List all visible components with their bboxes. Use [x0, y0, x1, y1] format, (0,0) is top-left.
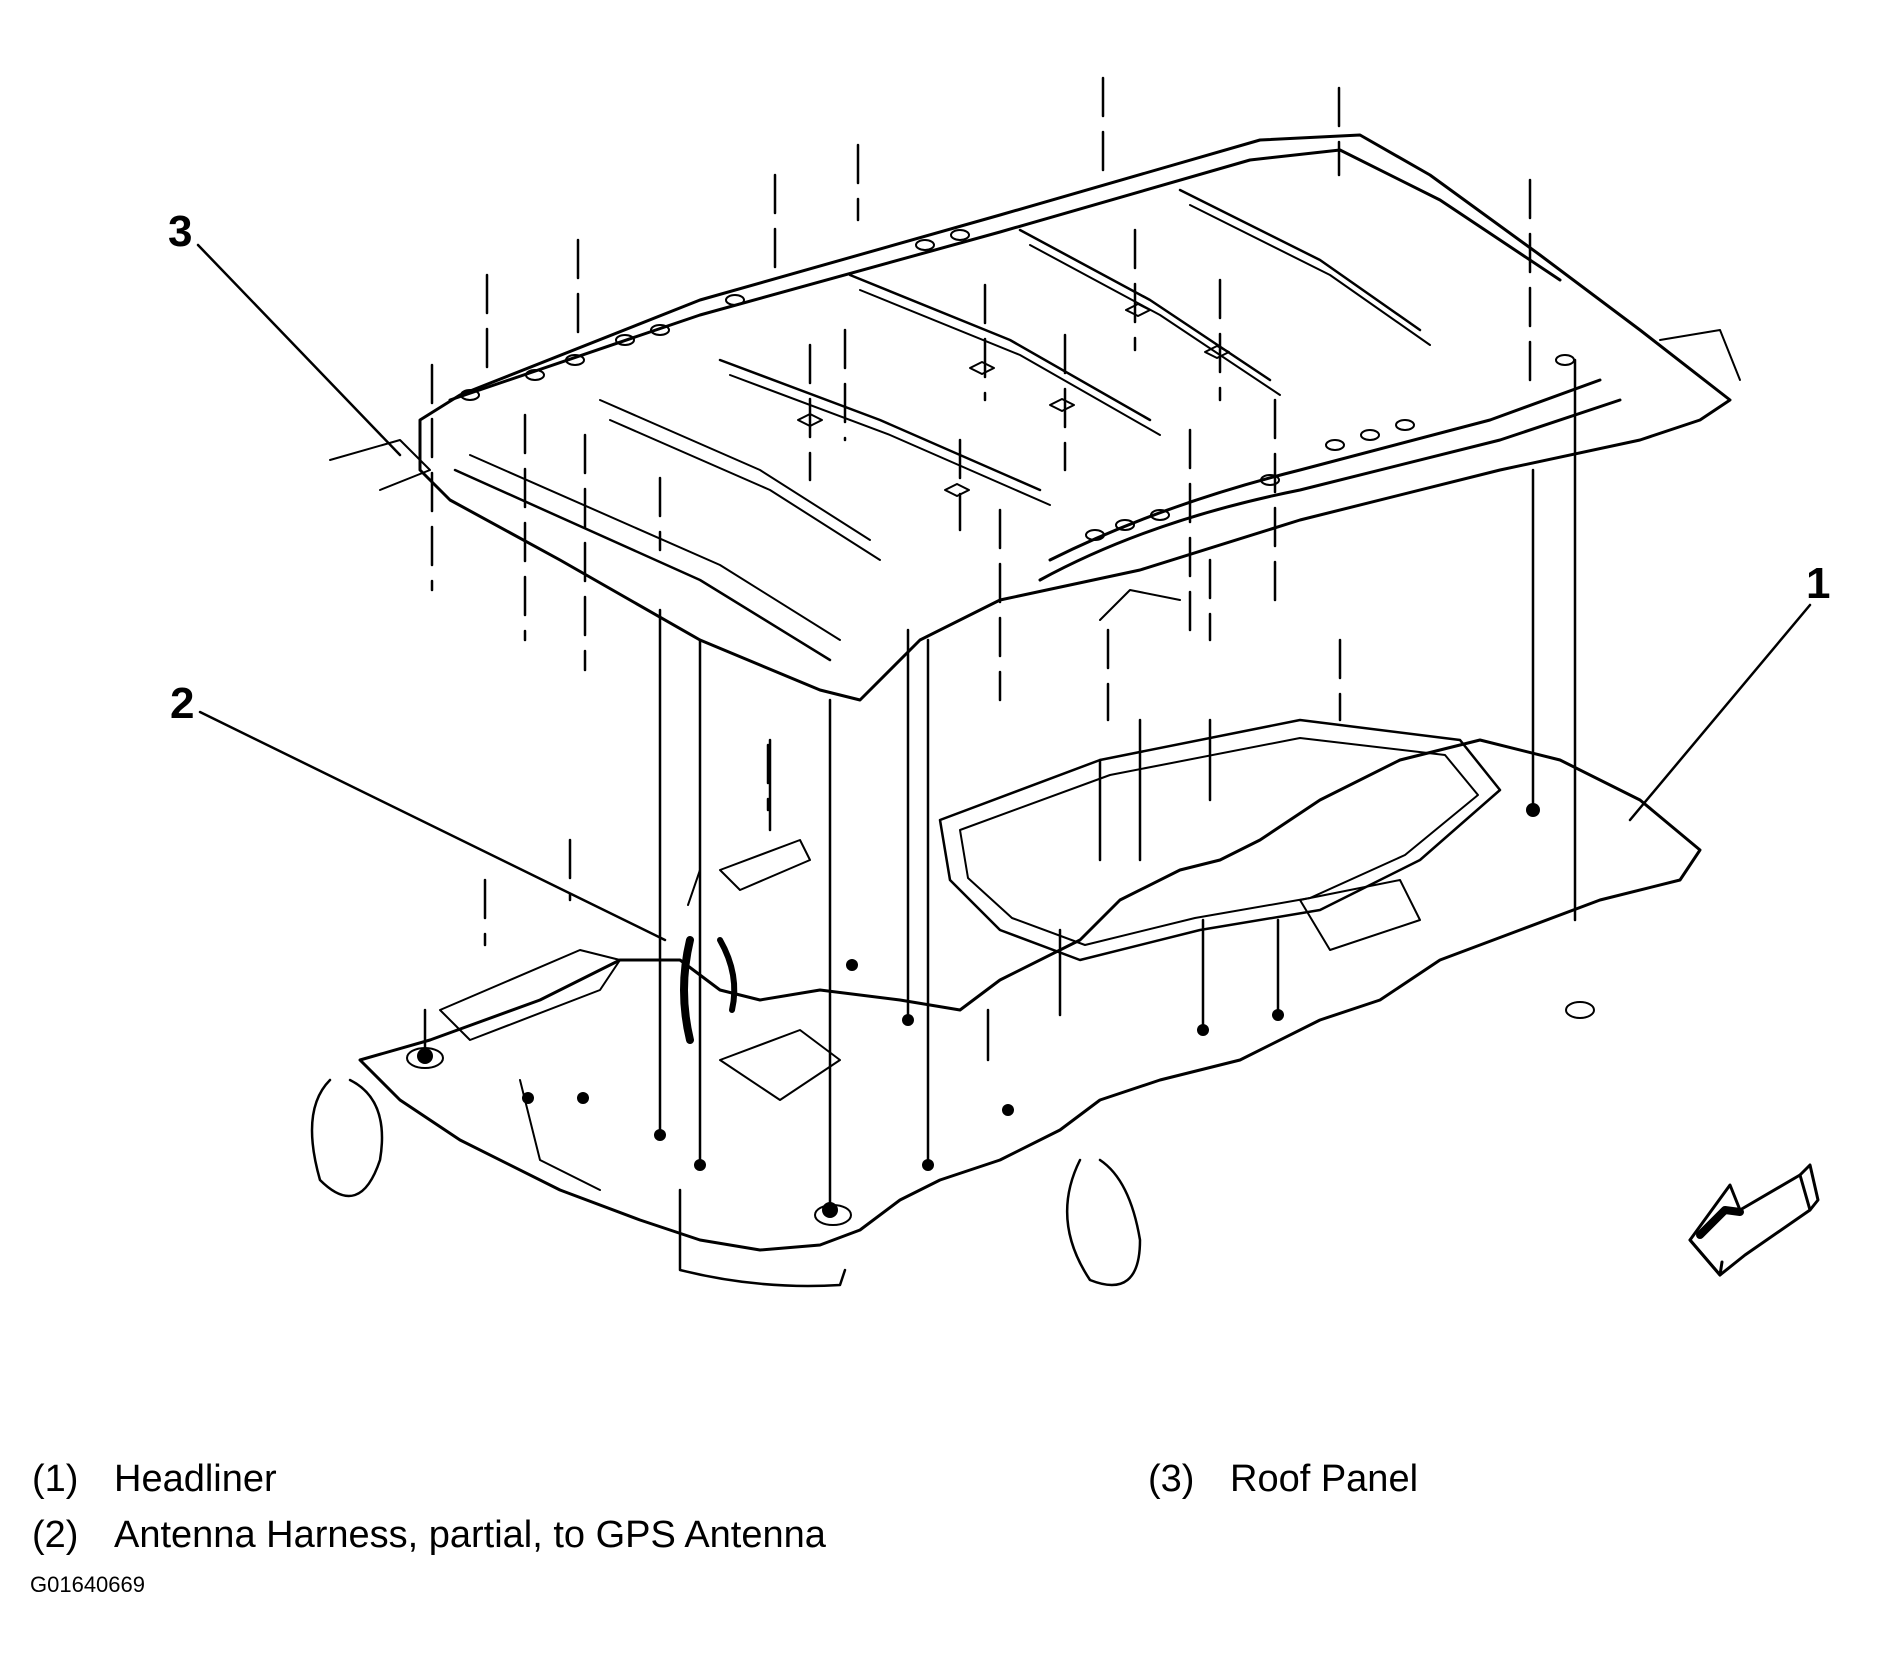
- callout-3: 3: [168, 207, 193, 256]
- leader-lines: [196, 243, 1812, 942]
- headliner: [310, 718, 1702, 1288]
- front-direction-arrow: [1688, 1163, 1820, 1277]
- roof-panel: [329, 133, 1741, 702]
- figure-id: G01640669: [30, 1572, 145, 1597]
- legend-text: Headliner: [114, 1458, 277, 1500]
- legend-number: (2): [32, 1514, 79, 1556]
- callout-2: 2: [170, 679, 195, 728]
- fastener-lines: [658, 358, 1577, 1212]
- roof-headliner-exploded-diagram: [196, 76, 1820, 1288]
- legend-number: (1): [32, 1458, 79, 1500]
- legend-text: Antenna Harness, partial, to GPS Antenna: [114, 1514, 826, 1556]
- legend-item-1: (1) Headliner: [32, 1460, 277, 1498]
- callout-1: 1: [1806, 559, 1831, 608]
- alignment-lines: [423, 76, 1532, 1052]
- legend-text: Roof Panel: [1230, 1458, 1419, 1500]
- legend-item-3: (3) Roof Panel: [1148, 1460, 1418, 1498]
- legend-item-2: (2) Antenna Harness, partial, to GPS Ante…: [32, 1516, 826, 1554]
- legend-number: (3): [1148, 1458, 1195, 1500]
